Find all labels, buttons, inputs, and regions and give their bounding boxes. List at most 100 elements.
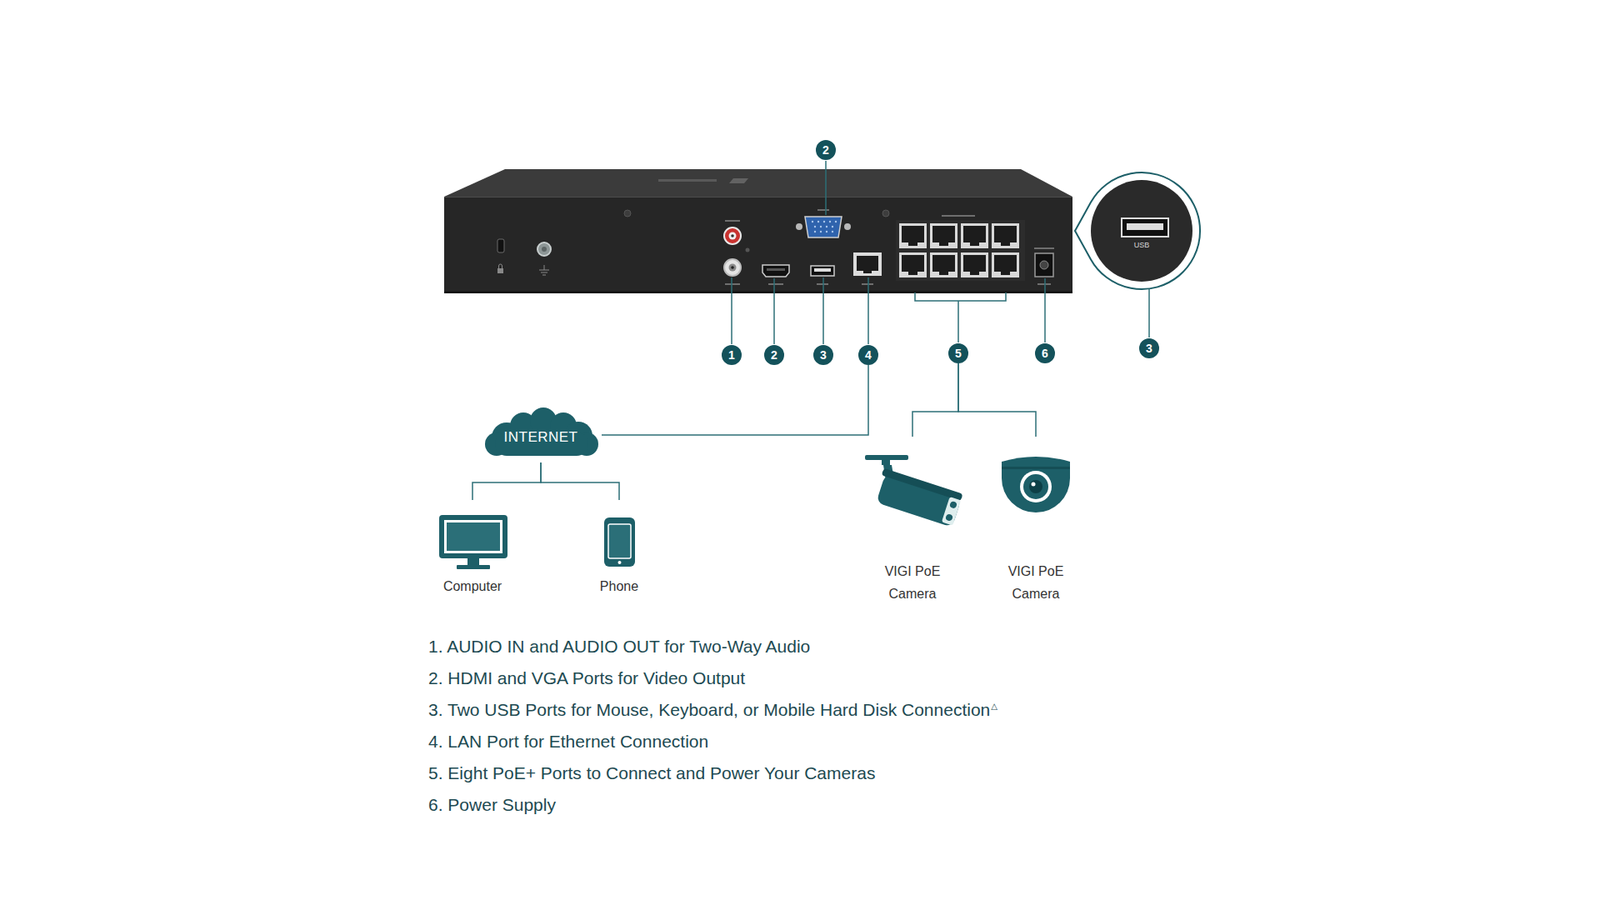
vga-port (811, 220, 814, 223)
poe-ports (939, 271, 949, 275)
usb-magnifier (1075, 172, 1200, 290)
poe-ports (901, 225, 925, 243)
feature-list-item: 6. Power Supply (428, 795, 556, 815)
poe-ports (994, 225, 1017, 243)
feature-list-row: 4. LAN Port for Ethernet Connection (428, 725, 998, 758)
ground-screw (537, 242, 551, 256)
connector-line (601, 365, 869, 435)
lock-slot (497, 239, 505, 274)
computer-icon (467, 558, 480, 565)
feature-list-item: 3. Two USB Ports for Mouse, Keyboard, or… (428, 700, 990, 720)
screw (624, 210, 631, 217)
leader-line (773, 278, 775, 345)
poe-ports (901, 255, 925, 272)
poe-ports (970, 242, 980, 246)
footnote-mark: △ (990, 701, 998, 711)
poe-ports (991, 252, 1020, 278)
poe-ports (895, 220, 1025, 281)
poe-ports (901, 225, 1017, 275)
callout-number: 3 (1139, 338, 1160, 359)
audio-jacks (724, 259, 741, 276)
callout-number: 2 (764, 345, 785, 365)
internet-cloud: INTERNET (480, 407, 602, 463)
bullet-camera-icon (881, 458, 890, 465)
callout-number: 4 (858, 345, 879, 365)
feature-list-row: 5. Eight PoE+ Ports to Connect and Power… (428, 757, 998, 790)
poe-ports (932, 255, 955, 272)
icon-label: Computer (443, 578, 502, 595)
poe-ports (994, 255, 1017, 272)
computer-icon (456, 565, 490, 570)
poe-ports (908, 242, 918, 246)
hdmi-port (762, 265, 790, 277)
nvr-body (444, 196, 1073, 293)
poe-ports (963, 255, 986, 272)
dome-camera-icon (981, 436, 1090, 560)
feature-list: 1. AUDIO IN and AUDIO OUT for Two-Way Au… (428, 630, 998, 821)
feature-list-row: 1. AUDIO IN and AUDIO OUT for Two-Way Au… (428, 630, 998, 663)
vga-port (795, 216, 851, 238)
connector-line (472, 462, 541, 500)
dome-camera-icon (1023, 474, 1049, 500)
computer-icon (439, 515, 508, 559)
computer-icon (426, 500, 519, 579)
ground-screw (539, 265, 550, 275)
poe-ports (1000, 242, 1010, 246)
leader-line (825, 160, 827, 215)
phone-icon (604, 517, 635, 567)
vga-port (831, 225, 834, 228)
leader-line (822, 277, 825, 345)
port-marking (768, 283, 784, 285)
poe-ports (960, 223, 989, 249)
poe-ports (991, 223, 1020, 249)
callout-text: 4 (865, 349, 872, 361)
logo-mark (658, 179, 717, 182)
poe-ports (899, 252, 927, 278)
vga-port (829, 220, 831, 223)
nvr-body (444, 290, 1073, 294)
poe-ports (899, 223, 927, 249)
audio-jacks (745, 248, 750, 253)
connector-line (540, 462, 620, 500)
leader-line (915, 292, 1006, 343)
vga-port (817, 220, 820, 223)
port-marking (817, 209, 830, 211)
screw (624, 210, 890, 217)
lan-port (853, 252, 882, 276)
vga-port (814, 225, 816, 228)
ground-screw (537, 242, 551, 275)
poe-ports (970, 271, 980, 275)
leader-line (1148, 289, 1150, 338)
ground-screw (541, 246, 547, 252)
callout-text: 3 (820, 349, 827, 361)
poe-ports (963, 225, 986, 243)
screw (882, 210, 890, 217)
leader-line (730, 277, 733, 345)
dome-camera-icon (1020, 470, 1052, 503)
vga-port (820, 230, 822, 233)
port-marking (725, 209, 1055, 285)
callout-number: 6 (1035, 343, 1055, 364)
port-marking (725, 220, 740, 222)
callout-number: 1 (721, 345, 742, 365)
computer-icon (446, 522, 500, 551)
power-jack (1035, 253, 1054, 277)
hdmi-port (762, 265, 790, 277)
phone-icon (608, 524, 631, 559)
usb-magnifier (1075, 172, 1200, 290)
feature-list-item: 2. HDMI and VGA Ports for Video Output (428, 668, 745, 688)
poe-ports (939, 242, 949, 246)
connector-line (912, 363, 959, 437)
lock-slot (497, 268, 504, 274)
vga-port (844, 223, 851, 230)
vga-port (795, 223, 803, 230)
dome-camera-icon (1029, 480, 1043, 494)
audio-jacks (730, 234, 735, 238)
leader-line (867, 277, 870, 345)
port-label-box: USB (1116, 240, 1167, 250)
device-icon-node: VIGI PoE Camera (858, 436, 967, 605)
vga-port (825, 230, 828, 233)
cloud-label: INTERNET (504, 429, 579, 446)
audio-jacks (729, 264, 737, 272)
